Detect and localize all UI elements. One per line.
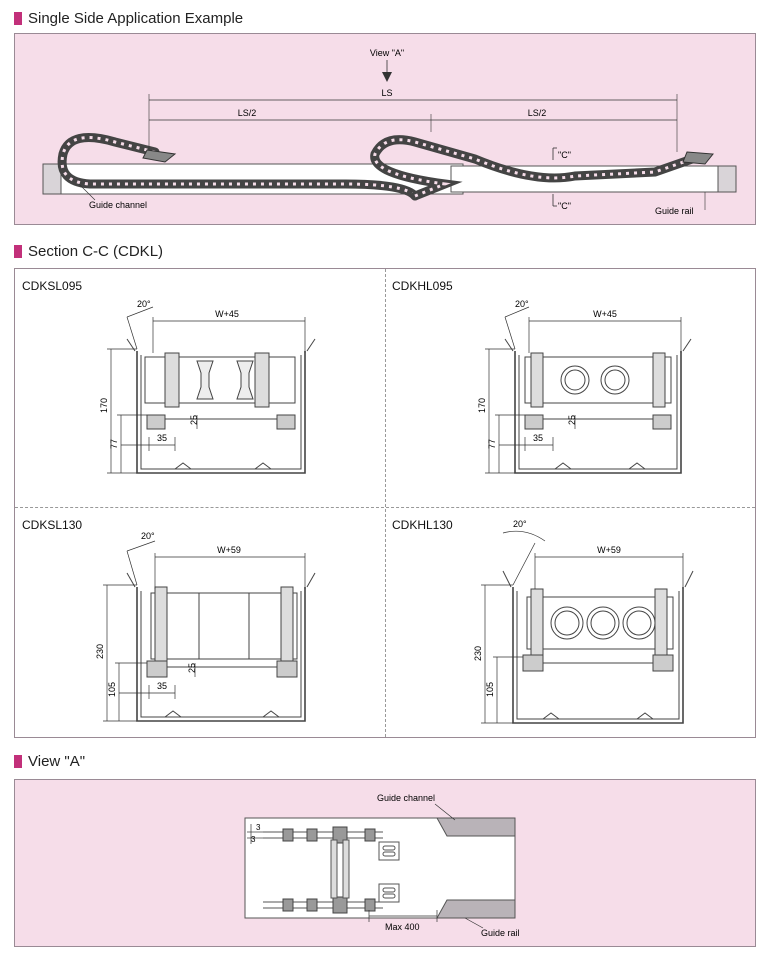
grid-divider-vertical <box>385 269 386 737</box>
offset-y-label: 25 <box>187 663 197 673</box>
height-total-label: 170 <box>477 398 487 413</box>
section-title-single-side: Single Side Application Example <box>14 10 243 27</box>
cell-diagram-cdkhl130: 20° W+59 230 105 <box>473 519 694 724</box>
cell-title-cdkhl130: CDKHL130 <box>392 518 453 532</box>
ls-half-right-label: LS/2 <box>528 108 547 118</box>
section-marker <box>14 12 22 25</box>
height-total-label: 230 <box>473 646 483 661</box>
section-title-text: Section C-C (CDKL) <box>28 243 164 260</box>
width-label: W+45 <box>215 309 239 319</box>
angle-label: 20° <box>515 299 529 309</box>
cell-title-cdkhl095: CDKHL095 <box>392 279 453 293</box>
cell-diagram-cdksl095: 20° W+45 170 77 35 25 <box>99 299 316 474</box>
height-lower-label: 77 <box>487 439 497 449</box>
view-a-panel: 3 3 Max 400 Guide channel Guide rail <box>14 779 756 947</box>
grid-divider-horizontal <box>15 507 755 508</box>
offset-y-label: 25 <box>567 415 577 425</box>
max-label: Max 400 <box>385 922 420 932</box>
view-arrow-icon <box>382 72 392 82</box>
guide-rail-label: Guide rail <box>655 206 694 216</box>
ls-label: LS <box>381 88 392 98</box>
offset-y-label: 25 <box>189 415 199 425</box>
angle-label: 20° <box>513 519 527 529</box>
height-lower-label: 105 <box>485 682 495 697</box>
offset-x-label: 35 <box>533 433 543 443</box>
section-title-text: Single Side Application Example <box>28 10 244 27</box>
dim-3b-label: 3 <box>251 835 256 844</box>
cell-diagram-cdkhl095: 20° W+45 170 77 35 25 <box>477 299 692 474</box>
section-marker <box>14 245 22 258</box>
cell-title-cdksl095: CDKSL095 <box>22 279 83 293</box>
height-total-label: 230 <box>95 644 105 659</box>
single-side-diagram: LS LS/2 LS/2 View "A" "C" "C" Guide chan… <box>42 48 737 216</box>
section-title-text: View "A" <box>28 753 86 770</box>
height-lower-label: 105 <box>107 682 117 697</box>
single-side-panel: LS LS/2 LS/2 View "A" "C" "C" Guide chan… <box>14 33 756 225</box>
cell-diagram-cdksl130: 20° W+59 230 105 35 25 <box>95 531 316 722</box>
angle-label: 20° <box>137 299 151 309</box>
view-a-label: View "A" <box>370 48 404 58</box>
offset-x-label: 35 <box>157 681 167 691</box>
guide-channel-label: Guide channel <box>377 793 435 803</box>
width-label: W+59 <box>597 545 621 555</box>
section-title-view-a: View "A" <box>14 753 85 770</box>
guide-channel-label: Guide channel <box>89 200 147 210</box>
width-label: W+45 <box>593 309 617 319</box>
width-label: W+59 <box>217 545 241 555</box>
view-a-diagram: 3 3 Max 400 Guide channel Guide rail <box>244 793 520 938</box>
height-lower-label: 77 <box>109 439 119 449</box>
cell-title-cdksl130: CDKSL130 <box>22 518 83 532</box>
section-cc-panel: CDKSL095 20° W+45 170 7 <box>14 268 756 738</box>
angle-label: 20° <box>141 531 155 541</box>
ls-half-left-label: LS/2 <box>238 108 257 118</box>
c-top-label: "C" <box>558 150 571 160</box>
offset-x-label: 35 <box>157 433 167 443</box>
dim-3a-label: 3 <box>256 823 261 832</box>
guide-rail-shape <box>436 899 516 919</box>
section-marker <box>14 755 22 768</box>
section-title-section-cc: Section C-C (CDKL) <box>14 243 163 260</box>
height-total-label: 170 <box>99 398 109 413</box>
guide-rail-label: Guide rail <box>481 928 520 938</box>
guide-channel-shape <box>436 817 516 837</box>
c-bottom-label: "C" <box>558 201 571 211</box>
